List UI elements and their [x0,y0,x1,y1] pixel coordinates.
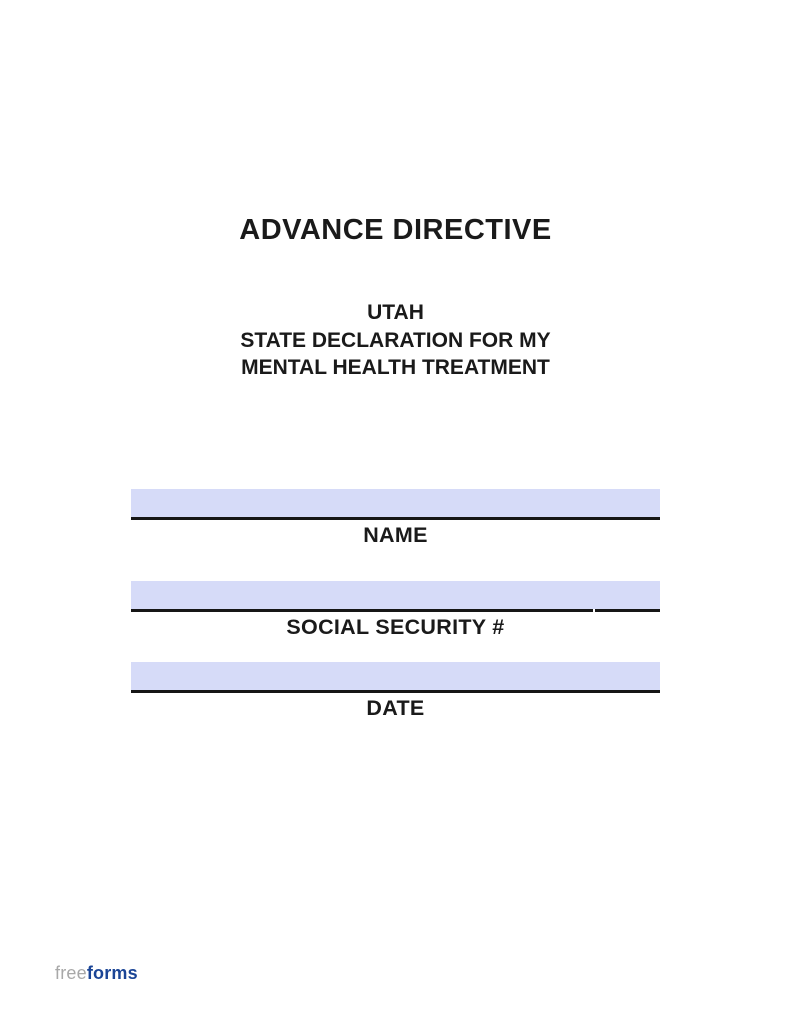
date-field-underline [131,690,660,693]
social-security-field-input[interactable] [131,581,660,609]
document-subtitle: UTAH STATE DECLARATION FOR MY MENTAL HEA… [0,299,791,382]
name-field-group: NAME [131,489,660,548]
name-field-input[interactable] [131,489,660,517]
freeforms-logo: freeforms [55,963,138,984]
subtitle-line-1: UTAH [367,301,424,324]
date-field-input[interactable] [131,662,660,690]
name-field-underline [131,517,660,520]
date-field-group: DATE [131,662,660,721]
social-security-field-group: SOCIAL SECURITY # [131,581,660,640]
social-security-field-underline [131,609,660,612]
underline-gap [593,609,595,612]
date-field-label: DATE [366,696,425,720]
subtitle-line-2: STATE DECLARATION FOR MY [240,328,551,352]
logo-text-free: free [55,963,87,983]
document-title: ADVANCE DIRECTIVE [239,214,552,246]
name-field-label: NAME [363,523,428,547]
logo-text-forms: forms [86,963,138,983]
social-security-field-label: SOCIAL SECURITY # [286,615,505,639]
subtitle-line-3: MENTAL HEALTH TREATMENT [241,356,550,379]
